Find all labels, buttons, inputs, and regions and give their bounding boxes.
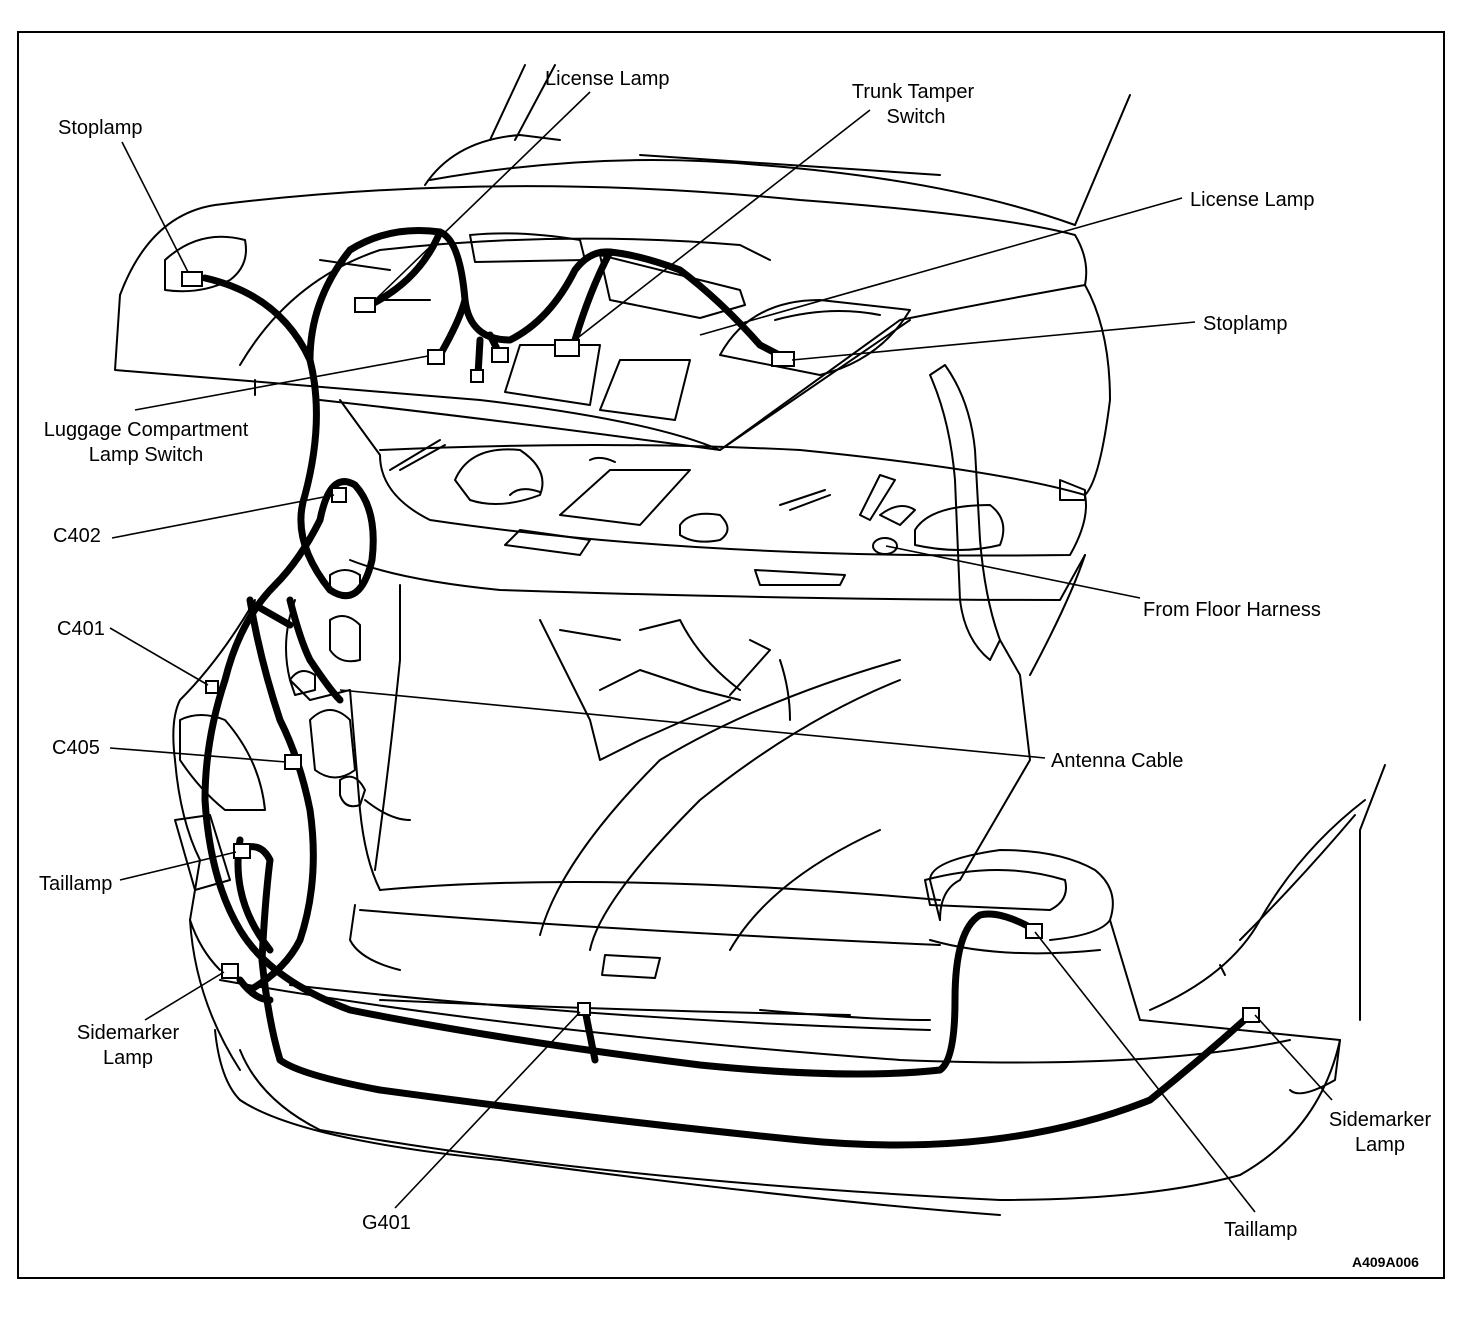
sidemarker-right-connector — [1242, 1007, 1260, 1023]
leader-license-lamp-top — [374, 91, 591, 301]
c401-connector — [205, 680, 219, 694]
stoplamp-left-connector — [181, 271, 203, 287]
label-luggage-line1: Luggage Compartment — [43, 419, 249, 441]
label-c405: C405 — [52, 737, 100, 759]
floor-harness-grommet — [872, 537, 898, 555]
figure-frame — [17, 31, 1445, 1279]
leader-stoplamp-left — [121, 141, 189, 273]
leader-taillamp-left — [119, 851, 237, 881]
label-sidemarker-left-line1: Sidemarker — [76, 1022, 180, 1044]
leader-license-lamp-right — [699, 197, 1183, 336]
leader-c402 — [111, 494, 335, 539]
taillamp-left-connector — [233, 843, 251, 859]
label-stoplamp-left: Stoplamp — [58, 117, 143, 139]
leader-antenna-cable — [339, 689, 1046, 759]
label-antenna-cable: Antenna Cable — [1051, 750, 1184, 772]
label-license-lamp-right: License Lamp — [1190, 189, 1315, 211]
leader-c405 — [109, 747, 287, 763]
label-trunk-tamper-line1: Trunk Tamper — [851, 81, 975, 103]
leader-trunk-tamper — [574, 109, 871, 341]
label-sidemarker-right-line2: Lamp — [1354, 1134, 1406, 1156]
label-stoplamp-right: Stoplamp — [1203, 313, 1288, 335]
stoplamp-right-connector — [771, 351, 795, 367]
sidemarker-left-connector — [221, 963, 239, 979]
label-c402: C402 — [53, 525, 101, 547]
leader-sidemarker-right — [1254, 1014, 1333, 1101]
leader-c401 — [109, 627, 209, 686]
leader-taillamp-right — [1034, 931, 1256, 1213]
label-luggage-line2: Lamp Switch — [88, 444, 204, 466]
figure-code: A409A006 — [1352, 1254, 1419, 1270]
label-sidemarker-left-line2: Lamp — [102, 1047, 154, 1069]
leader-from-floor-harness — [885, 545, 1141, 599]
leader-luggage-switch — [134, 355, 429, 411]
label-taillamp-left: Taillamp — [39, 873, 113, 895]
label-license-lamp-top: License Lamp — [545, 68, 670, 90]
leader-g401 — [394, 1011, 581, 1209]
g401-connector — [577, 1002, 591, 1016]
label-c401: C401 — [57, 618, 105, 640]
license-lamp-left-connector — [354, 297, 376, 313]
label-from-floor-harness: From Floor Harness — [1143, 599, 1321, 621]
label-sidemarker-right-line1: Sidemarker — [1328, 1109, 1432, 1131]
trunk-tamper-connector — [554, 339, 580, 357]
c405-connector — [284, 754, 302, 770]
c402-connector — [331, 487, 347, 503]
label-taillamp-right: Taillamp — [1224, 1219, 1298, 1241]
label-trunk-tamper-line2: Switch — [886, 106, 946, 128]
leader-sidemarker-left — [144, 971, 225, 1021]
luggage-switch-connector — [427, 349, 445, 365]
leader-stoplamp-right — [791, 321, 1196, 361]
label-g401: G401 — [362, 1212, 411, 1234]
taillamp-right-connector — [1025, 923, 1043, 939]
